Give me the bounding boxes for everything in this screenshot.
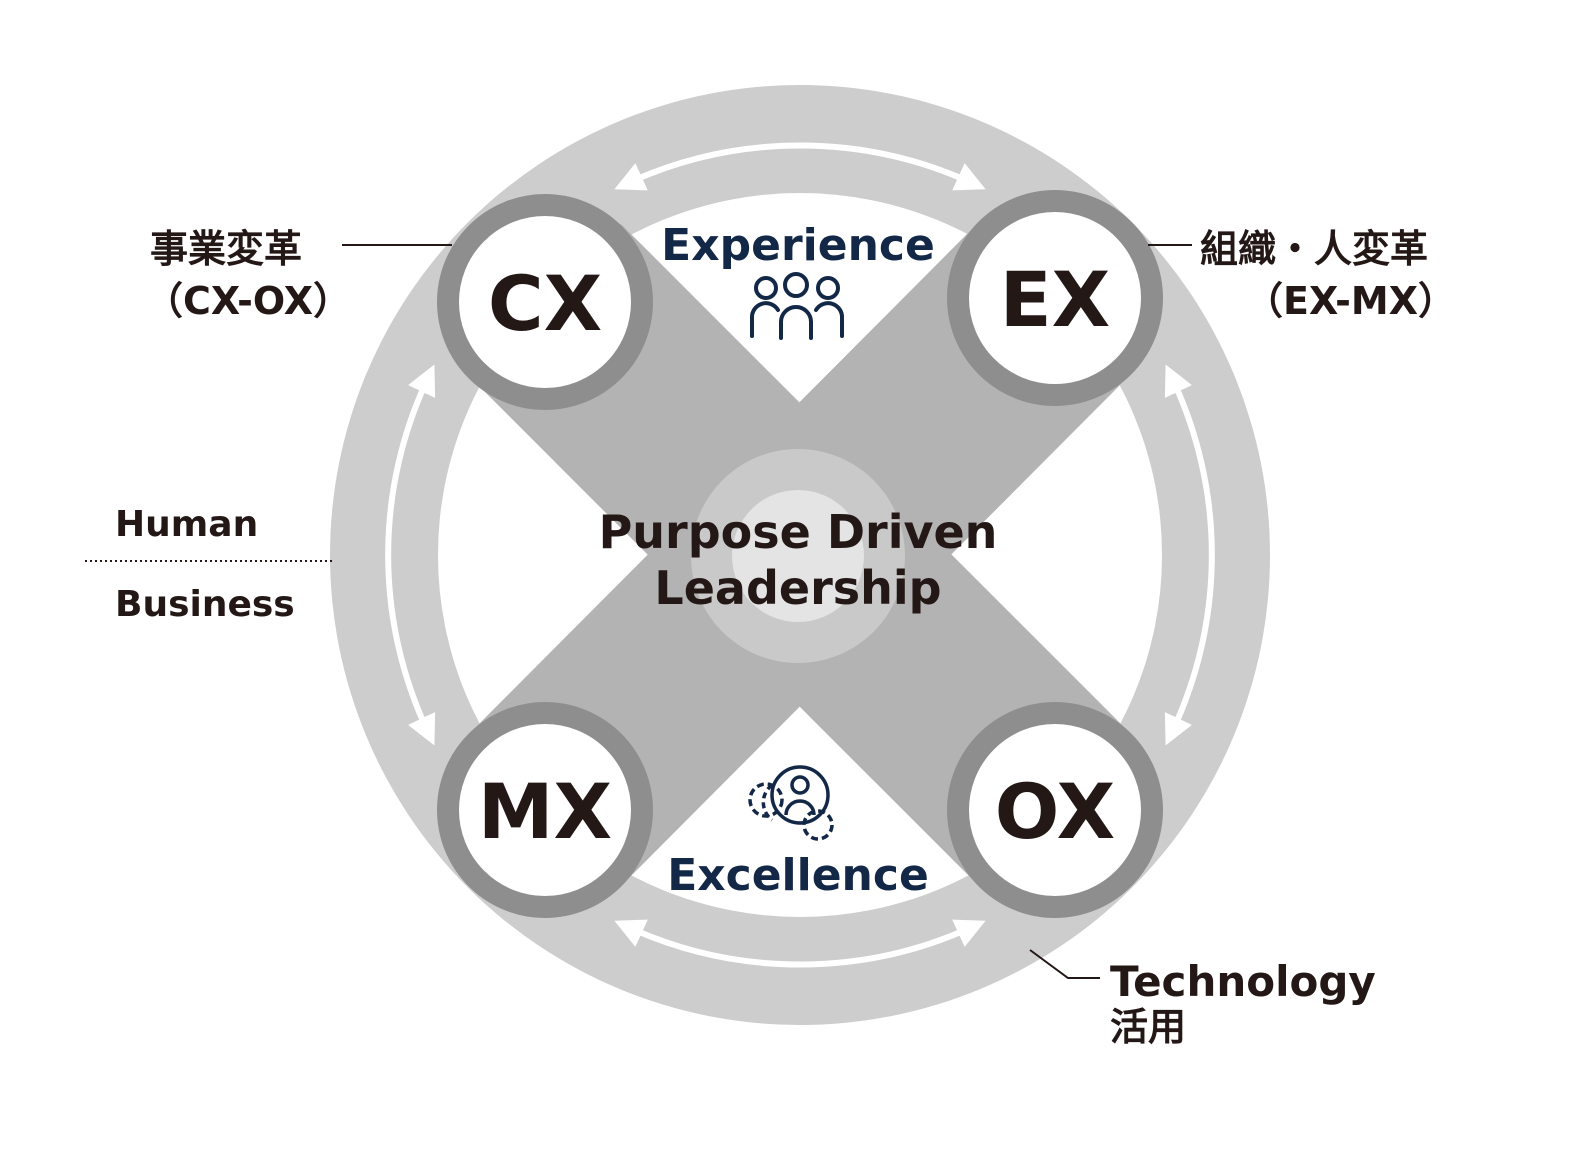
human-label: Human	[115, 504, 258, 545]
business-transform-sub: （CX-OX）	[145, 279, 351, 323]
node-ex-label: EX	[1000, 255, 1111, 344]
node-ex: EX	[947, 190, 1163, 406]
arrow-top	[614, 142, 986, 191]
technology-label: Technology	[1110, 957, 1376, 1006]
org-transform-sub: （EX-MX）	[1245, 279, 1456, 323]
experience-label: Experience	[661, 220, 935, 271]
node-mx-label: MX	[478, 767, 612, 856]
business-transform-title: 事業変革	[150, 227, 302, 271]
node-ox: OX	[947, 702, 1163, 918]
org-transform-title: 組織・人変革	[1200, 227, 1428, 271]
people-group-icon	[750, 272, 844, 340]
excellence-label: Excellence	[667, 850, 929, 901]
arrow-left	[385, 364, 436, 746]
arrow-bottom	[614, 919, 986, 968]
gears-person-icon	[748, 765, 834, 841]
node-ox-label: OX	[995, 767, 1116, 856]
leader-line-technology	[1029, 949, 1100, 979]
node-mx: MX	[437, 702, 653, 918]
node-cx: CX	[437, 194, 653, 410]
cycle-arrows	[385, 142, 1215, 968]
center-title-line1: Purpose Driven	[599, 505, 998, 559]
center-title-line2: Leadership	[654, 561, 941, 615]
arrow-right	[1164, 364, 1215, 746]
technology-sub: 活用	[1110, 1005, 1186, 1049]
business-label: Business	[115, 584, 295, 625]
center-inner	[732, 490, 864, 622]
node-cx-label: CX	[488, 259, 602, 348]
